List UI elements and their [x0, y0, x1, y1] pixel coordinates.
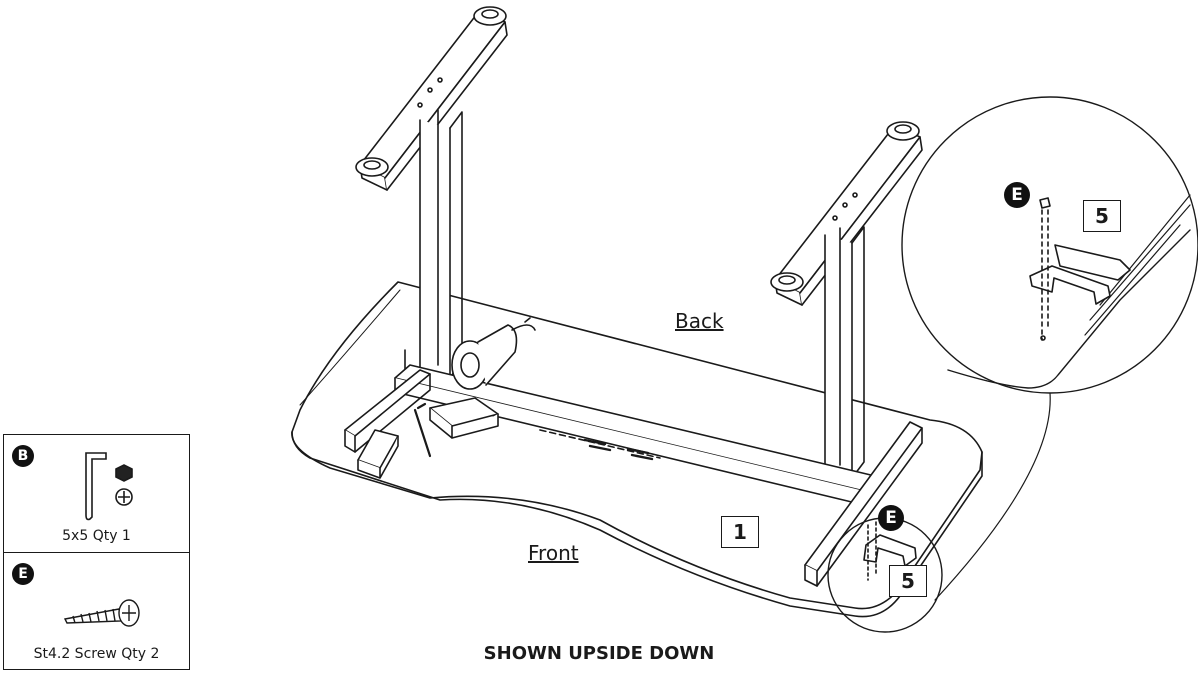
part-label: 5x5 Qty 1 [62, 528, 131, 544]
part-label: St4.2 Screw Qty 2 [33, 646, 160, 662]
screw-badge-detail: E [1004, 182, 1030, 208]
leg-left [355, 6, 508, 386]
hex-key-on-desk [413, 402, 432, 458]
part-number-main: 1 [721, 516, 759, 548]
front-label: Front [528, 541, 579, 565]
part-badge: E [12, 563, 34, 585]
motor [451, 317, 536, 390]
part-number-bracket: 5 [889, 565, 927, 597]
callout-connector [934, 392, 1051, 601]
part-number-bracket-detail: 5 [1083, 200, 1121, 232]
caption: SHOWN UPSIDE DOWN [483, 643, 715, 664]
back-label: Back [675, 309, 724, 333]
side-rail-right [804, 421, 923, 587]
part-item-hex-key: B 5x5 Qty 1 [4, 435, 189, 553]
detail-view [947, 194, 1191, 389]
detail-callout-circle [901, 96, 1198, 394]
part-item-screw: E St4.2 Screw Qty 2 [4, 553, 189, 670]
screw-badge: E [878, 505, 904, 531]
screw-icon [63, 599, 140, 627]
cable-bracket [863, 521, 917, 581]
handset [357, 429, 399, 479]
hex-key-icon [85, 452, 133, 521]
part-badge: B [12, 445, 34, 467]
control-box [429, 397, 499, 439]
leg-right [770, 121, 923, 479]
parts-list: B 5x5 Qty 1 E St4.2 Screw Qty 2 [3, 434, 190, 670]
